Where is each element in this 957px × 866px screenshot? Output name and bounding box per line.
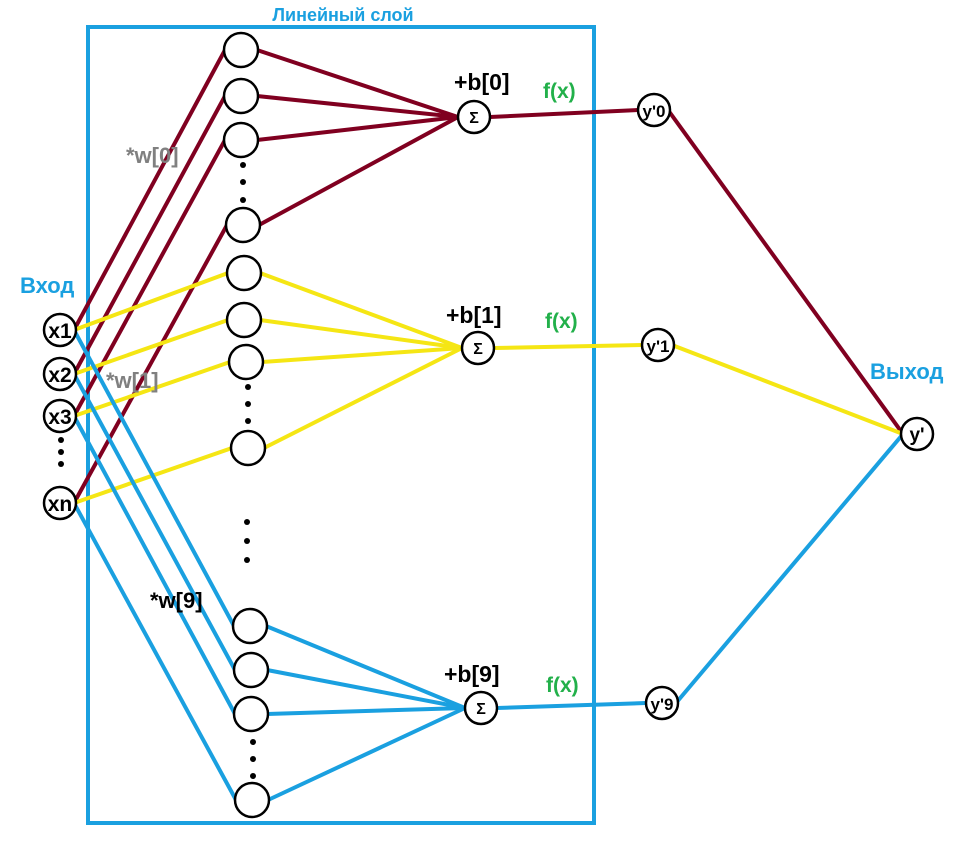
activation-label-1: f(x)	[545, 310, 578, 333]
ellipsis-dot	[58, 461, 64, 467]
hidden-neuron	[222, 121, 260, 159]
hidden-neuron	[227, 343, 265, 381]
ellipsis-dots	[58, 162, 256, 779]
sum-symbol: Σ	[476, 701, 486, 718]
edge-input-hidden	[72, 415, 237, 715]
output-neuron-label: y'0	[643, 102, 666, 121]
edge-hidden-sum	[261, 346, 463, 364]
ellipsis-dot	[244, 519, 250, 525]
ellipsis-dot	[250, 773, 256, 779]
output-neuron	[644, 685, 680, 721]
weight-label-9: *w[9]	[150, 588, 203, 613]
hidden-neuron	[222, 77, 260, 115]
connections	[72, 48, 905, 802]
edge-output-final	[671, 343, 904, 436]
output-neuron-label: y'9	[651, 695, 674, 714]
linear-layer-title: Линейный слой	[272, 5, 413, 25]
hidden-neuron	[229, 429, 267, 467]
input-neuron	[42, 356, 78, 392]
sum-node	[456, 99, 492, 135]
hidden-neuron	[225, 301, 263, 339]
hidden-neuron	[224, 206, 262, 244]
output-neuron-label: y'1	[647, 337, 670, 356]
edge-input-hidden	[73, 271, 229, 332]
output-neuron	[640, 327, 676, 363]
input-neuron-label: x1	[48, 320, 72, 343]
edge-sum-output	[493, 343, 643, 350]
ellipsis-dot	[245, 401, 251, 407]
edge-hidden-sum	[265, 624, 466, 710]
edge-hidden-sum	[266, 668, 466, 710]
edge-output-final	[674, 432, 905, 705]
input-neuron	[42, 485, 78, 521]
edge-input-hidden	[72, 49, 227, 331]
input-neuron	[42, 398, 78, 434]
ellipsis-dot	[240, 162, 246, 168]
ellipsis-dot	[240, 179, 246, 185]
input-label: Вход	[20, 273, 74, 298]
final-output-label: y'	[909, 425, 924, 446]
ellipsis-dot	[250, 756, 256, 762]
weight-label-0: *w[0]	[126, 143, 179, 168]
ellipsis-dot	[250, 739, 256, 745]
activation-label-0: f(x)	[543, 80, 576, 103]
linear-layer-box	[86, 25, 596, 825]
input-neuron-label: x3	[48, 406, 71, 429]
ellipsis-dot	[244, 538, 250, 544]
sum-node	[463, 690, 499, 726]
hidden-neuron	[232, 651, 270, 689]
edge-input-hidden	[72, 139, 227, 417]
edge-hidden-sum	[259, 318, 463, 350]
sum-node	[460, 330, 496, 366]
edge-sum-output	[496, 701, 647, 710]
input-neuron-label: xn	[48, 493, 73, 516]
input-neuron-label: x2	[48, 364, 71, 387]
output-neuron	[636, 92, 672, 128]
ellipsis-dot	[58, 449, 64, 455]
edge-hidden-sum	[259, 271, 463, 350]
edge-input-hidden	[72, 224, 229, 504]
input-neuron	[42, 312, 78, 348]
edge-input-hidden	[72, 95, 227, 375]
edge-hidden-sum	[263, 346, 463, 450]
ellipsis-dot	[244, 557, 250, 563]
hidden-neuron	[231, 607, 269, 645]
edge-hidden-sum	[256, 48, 459, 119]
edge-hidden-sum	[258, 115, 459, 227]
weight-label-1: *w[1]	[106, 368, 159, 393]
activation-label-9: f(x)	[546, 674, 579, 697]
sum-symbol: Σ	[469, 110, 479, 127]
bias-label-1: +b[1]	[446, 302, 502, 328]
ellipsis-dot	[240, 197, 246, 203]
sum-symbol: Σ	[473, 341, 483, 358]
edge-hidden-sum	[256, 115, 459, 142]
edge-input-hidden	[73, 318, 229, 376]
hidden-neuron	[232, 695, 270, 733]
edge-sum-output	[489, 108, 639, 119]
ellipsis-dot	[245, 384, 251, 390]
ellipsis-dot	[245, 418, 251, 424]
edge-output-final	[666, 108, 905, 436]
edge-input-hidden	[72, 373, 237, 671]
edge-input-hidden	[73, 360, 231, 418]
hidden-neuron	[233, 781, 271, 819]
bias-label-9: +b[9]	[444, 661, 500, 687]
output-label: Выход	[870, 359, 944, 384]
edge-input-hidden	[72, 502, 238, 801]
edge-input-hidden	[72, 329, 236, 627]
edge-hidden-sum	[256, 94, 459, 119]
edge-hidden-sum	[267, 706, 466, 802]
ellipsis-dot	[58, 437, 64, 443]
hidden-neuron	[225, 254, 263, 292]
bias-label-0: +b[0]	[454, 69, 510, 95]
hidden-neuron	[222, 31, 260, 69]
final-output-neuron	[899, 416, 935, 452]
edge-hidden-sum	[266, 706, 466, 716]
